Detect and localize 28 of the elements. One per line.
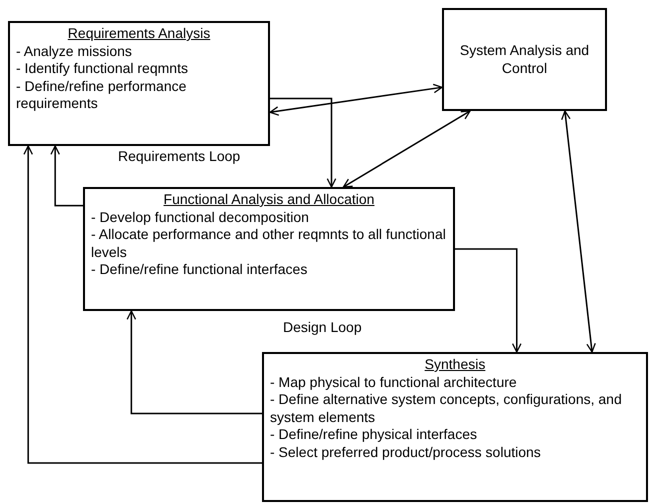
bullet-item: - Define/refine functional interfaces (91, 261, 308, 278)
arrow (126, 310, 262, 414)
loop-label: Design Loop (283, 319, 362, 335)
bullet-item: - Identify functional reqmnts (16, 60, 189, 78)
process-box (83, 187, 455, 311)
bullet-item: - Define/refine performance requirements (16, 78, 188, 112)
arrow (342, 110, 471, 188)
box-heading: Functional Analysis and Allocation (162, 191, 376, 208)
process-box (8, 21, 270, 146)
bullet-item: - Allocate performance and other reqmnts to all functional levels (91, 226, 447, 261)
arrow (455, 248, 522, 353)
box-label: System Analysis and Control (458, 42, 590, 77)
bullet-item: - Define/refine physical interfaces (270, 426, 478, 444)
arrow (561, 110, 596, 353)
arrow (23, 145, 262, 464)
arrow (50, 145, 83, 206)
bullet-item: - Select preferred product/process solutions (270, 444, 542, 461)
process-box (262, 352, 648, 502)
bullet-item: - Define alternative system concepts, configurations, and system elements (270, 391, 623, 426)
bullet-item: - Analyze missions (16, 42, 133, 60)
box-heading: Synthesis (424, 356, 486, 374)
bullet-item: - Map physical to functional architecture (270, 374, 518, 391)
bullet-item: - Develop functional decomposition (91, 208, 310, 226)
loop-label: Requirements Loop (118, 148, 240, 164)
box-heading: Requirements Analysis (66, 25, 212, 42)
arrow (270, 98, 336, 188)
arrow (269, 84, 443, 116)
process-box (442, 8, 607, 111)
